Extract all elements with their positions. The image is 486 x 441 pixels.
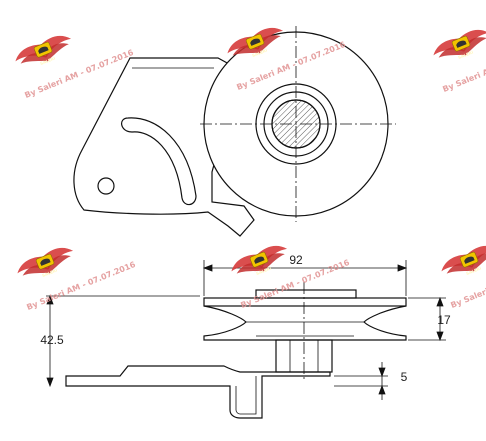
watermark-5: SALERI By Saleri AM - 07.07.2016 — [227, 240, 351, 310]
svg-text:SALERI: SALERI — [457, 49, 474, 60]
watermark-4: SALERI By Saleri AM - 07.07.2016 — [13, 242, 137, 312]
svg-text:SALERI: SALERI — [41, 267, 58, 278]
pulley-groove — [203, 305, 407, 341]
mounting-hole — [97, 177, 115, 195]
center-lines-top — [200, 26, 396, 222]
pulley-top-hub — [255, 289, 357, 299]
bracket-plate — [73, 57, 255, 237]
svg-text:SALERI: SALERI — [255, 265, 272, 276]
base-bracket — [65, 365, 331, 419]
dimension-pulley-diameter: 92 — [289, 253, 303, 267]
side-view — [65, 289, 407, 419]
watermark-1: SALERI By Saleri AM - 07.07.2016 — [11, 30, 135, 100]
dimension-lines — [46, 260, 446, 400]
dimension-pulley-width: 17 — [437, 313, 451, 327]
dimension-offset: 5 — [401, 370, 408, 384]
watermark-3: SALERI By Saleri AM - 07.07.2016 — [429, 24, 486, 94]
watermark-6: SALERI By Saleri AM - 07.07.2016 — [437, 240, 486, 310]
pulley-upper-flange — [203, 297, 407, 307]
top-view — [73, 31, 389, 237]
svg-text:SALERI: SALERI — [465, 265, 482, 276]
svg-text:SALERI: SALERI — [39, 55, 56, 66]
dimension-height: 42.5 — [40, 333, 64, 347]
svg-text:SALERI: SALERI — [251, 47, 268, 58]
arc-slot — [121, 117, 197, 206]
